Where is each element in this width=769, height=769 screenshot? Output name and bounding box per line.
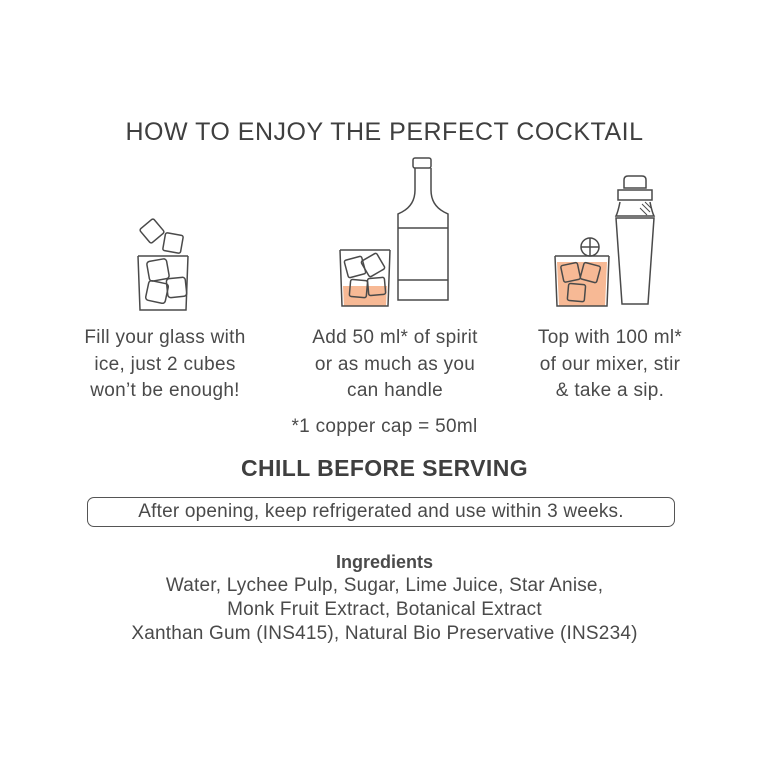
storage-note-box: After opening, keep refrigerated and use… (87, 497, 675, 527)
step-1-line-3: won’t be enough! (90, 380, 240, 401)
chill-heading: CHILL BEFORE SERVING (240, 455, 529, 481)
step-2-instructions: Add 50 ml* of spirit or as much as you c… (285, 325, 505, 405)
ingredients-line-1: Water, Lychee Pulp, Sugar, Lime Juice, S… (165, 575, 604, 596)
step-3-line-3: & take a sip. (555, 380, 665, 401)
step-3-line-1: Top with 100 ml* (537, 327, 683, 348)
ingredients-line-3: Xanthan Gum (INS415), Natural Bio Preser… (131, 623, 638, 644)
glass-and-bottle-icon (339, 157, 449, 307)
ingredients-line-2: Monk Fruit Extract, Botanical Extract (227, 599, 542, 620)
step-1-line-1: Fill your glass with (84, 327, 246, 348)
glass-with-ice-icon (137, 218, 189, 311)
step-1-instructions: Fill your glass with ice, just 2 cubes w… (55, 325, 275, 405)
step-1-line-2: ice, just 2 cubes (94, 353, 236, 375)
step-3-line-2: of our mixer, stir (539, 353, 681, 375)
ingredients-heading: Ingredients (335, 552, 433, 572)
step-3-instructions: Top with 100 ml* of our mixer, stir & ta… (500, 325, 720, 405)
copper-cap-footnote: *1 copper cap = 50ml (291, 416, 478, 437)
page-title: HOW TO ENJOY THE PERFECT COCKTAIL (125, 118, 644, 146)
step-2-line-3: can handle (347, 380, 443, 401)
cocktail-and-shaker-icon (554, 175, 656, 307)
step-2-line-1: Add 50 ml* of spirit (312, 327, 478, 348)
step-2-line-2: or as much as you (314, 353, 476, 375)
